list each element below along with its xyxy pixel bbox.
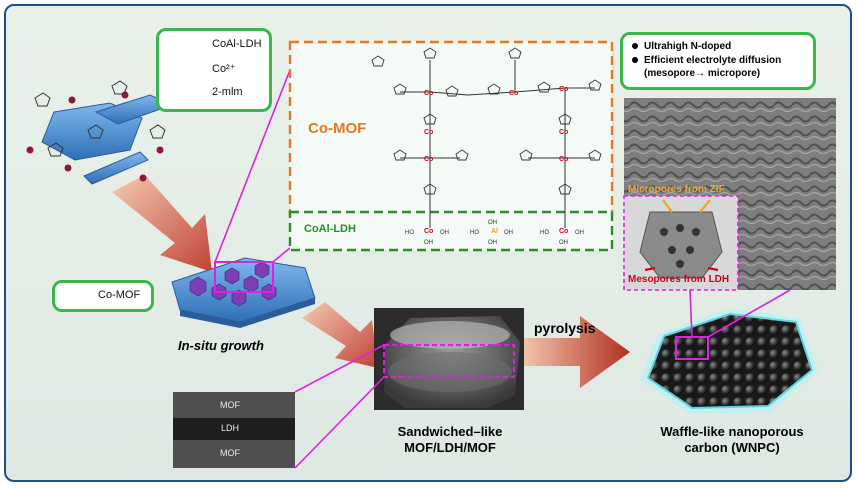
pyrolysis-caption: pyrolysis [534, 320, 596, 336]
comof-legend-box [52, 280, 154, 312]
svg-text:Co: Co [559, 86, 568, 93]
sandwich-sem-image [374, 308, 524, 410]
svg-text:OH: OH [504, 230, 513, 236]
wnpc-caption: Waffle-like nanoporous carbon (WNPC) [660, 424, 804, 455]
comof-structure-panel [288, 40, 614, 216]
svg-text:Co: Co [559, 228, 568, 235]
mof-network [400, 60, 595, 228]
waffle-sem-image [624, 98, 836, 290]
svg-text:Co: Co [424, 129, 433, 136]
arrow-to-sandwich [302, 302, 378, 368]
wnpc-structure [640, 308, 818, 414]
precursor-cluster [26, 80, 174, 185]
legend-label-coal-ldh: CoAl-LDH [212, 38, 262, 50]
pyrolysis-arrow [520, 316, 630, 388]
tem-label-top-mof: MOF [220, 400, 240, 410]
svg-text:OH: OH [488, 220, 497, 226]
arrow-to-insitu [112, 175, 212, 272]
svg-text:Co: Co [424, 156, 433, 163]
micropores-label: Micropores from ZIF [628, 184, 725, 195]
sandwich-caption: Sandwiched–like MOF/LDH/MOF [397, 424, 503, 455]
svg-text:Co: Co [424, 228, 433, 235]
svg-text:OH: OH [559, 240, 568, 246]
svg-text:OH: OH [440, 230, 449, 236]
tem-image [173, 392, 295, 468]
svg-text:Co: Co [559, 129, 568, 136]
hydroxyl-groups: HO OH OH HO OH OH OH HO OH OH [405, 220, 584, 246]
insitu-platelet [171, 257, 316, 328]
svg-text:OH: OH [575, 230, 584, 236]
imidazole-rings [371, 47, 602, 195]
legend-label-2mim: 2-mlm [212, 86, 243, 98]
svg-text:HO: HO [540, 230, 549, 236]
svg-text:Co: Co [559, 156, 568, 163]
comof-structure-title: Co-MOF [308, 120, 367, 137]
legend-label-co-ion: Co²⁺ [212, 63, 236, 75]
materials-legend [156, 28, 272, 112]
ldh-structure-panel [288, 210, 614, 252]
mesopores-label: Mesopores from LDH [628, 274, 730, 285]
insitu-caption: In-situ growth [178, 338, 264, 353]
bullet-subtext: (mesopore→ micropore) [644, 68, 761, 79]
svg-text:HO: HO [470, 230, 479, 236]
bullet-dot-icon [632, 57, 638, 64]
svg-text:OH: OH [488, 240, 497, 246]
bullet-diffusion: Efficient electrolyte diffusion [632, 54, 781, 67]
bullet-ndoped: Ultrahigh N-doped [632, 40, 731, 53]
svg-text:Co: Co [509, 90, 518, 97]
ldh-structure-title: CoAl-LDH [304, 223, 356, 235]
svg-text:OH: OH [424, 240, 433, 246]
tem-label-ldh: LDH [221, 423, 240, 433]
tem-label-bottom-mof: MOF [220, 448, 240, 458]
insitu-zoom-box [214, 261, 274, 293]
svg-text:Al: Al [491, 228, 498, 235]
svg-text:Co: Co [424, 90, 433, 97]
bullet-dot-icon [632, 43, 638, 50]
properties-box [620, 32, 816, 90]
pore-inset [623, 195, 739, 291]
comof-legend-label: Co-MOF [98, 289, 141, 301]
svg-text:HO: HO [405, 230, 414, 236]
cobalt-centers: Co Co Co Co Co Co Co Co Co Al [424, 86, 568, 235]
